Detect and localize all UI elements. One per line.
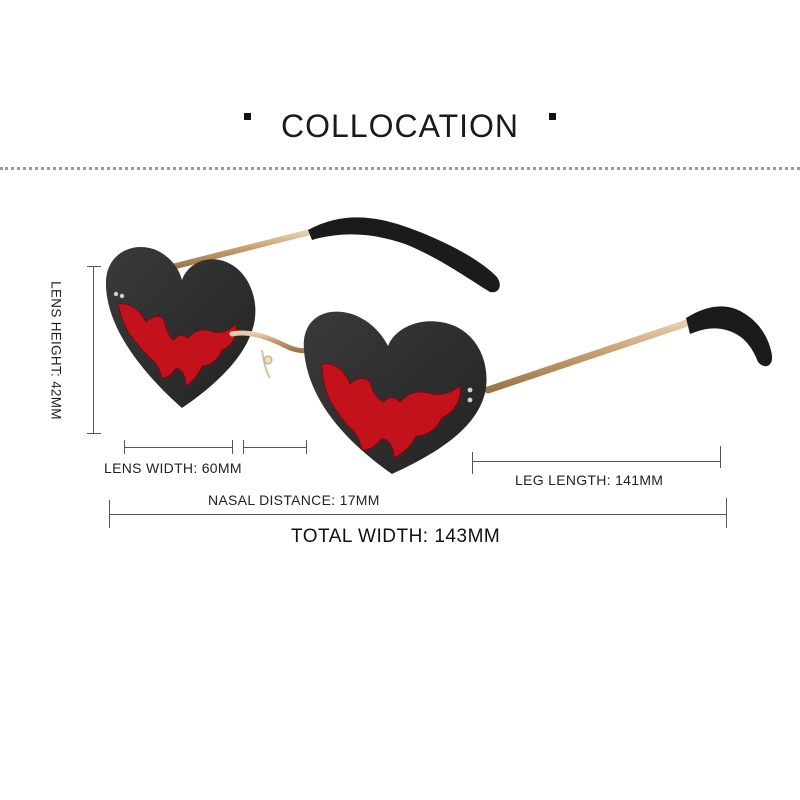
left-lens (105, 247, 256, 408)
collocation-header: COLLOCATION (0, 108, 800, 164)
total-width-line (109, 514, 727, 515)
far-temple (165, 217, 500, 293)
leg-length-tick-right (720, 446, 721, 468)
nasal-distance-label: NASAL DISTANCE: 17MM (208, 492, 380, 508)
lens-height-label-wrap: LENS HEIGHT: 42MM (49, 265, 64, 435)
leg-length-line (472, 461, 721, 462)
lens-height-label: LENS HEIGHT: 42MM (48, 281, 64, 420)
lens-height-tick-bottom (87, 433, 101, 434)
lens-height-tick-top (87, 266, 101, 267)
total-width-tick-right (726, 498, 727, 528)
bullet-square-right (549, 113, 557, 120)
dotted-divider (0, 167, 800, 170)
total-width-label: TOTAL WIDTH: 143MM (291, 526, 501, 547)
nasal-tick-right (306, 440, 307, 454)
leg-length-label: LEG LENGTH: 141MM (515, 472, 664, 488)
lens-width-tick-right (232, 440, 233, 454)
lens-width-tick-left (124, 440, 125, 454)
lens-height-line (93, 266, 94, 434)
total-width-tick-left (109, 500, 110, 528)
right-lens (303, 311, 498, 474)
leg-length-tick-left (472, 452, 473, 474)
bullet-square-left (243, 113, 251, 120)
lens-width-label: LENS WIDTH: 60MM (104, 460, 242, 476)
nasal-tick-left (243, 440, 244, 454)
section-title: COLLOCATION (281, 108, 519, 144)
nasal-distance-line (243, 447, 307, 448)
near-temple (484, 306, 773, 394)
lens-width-line (124, 447, 232, 448)
